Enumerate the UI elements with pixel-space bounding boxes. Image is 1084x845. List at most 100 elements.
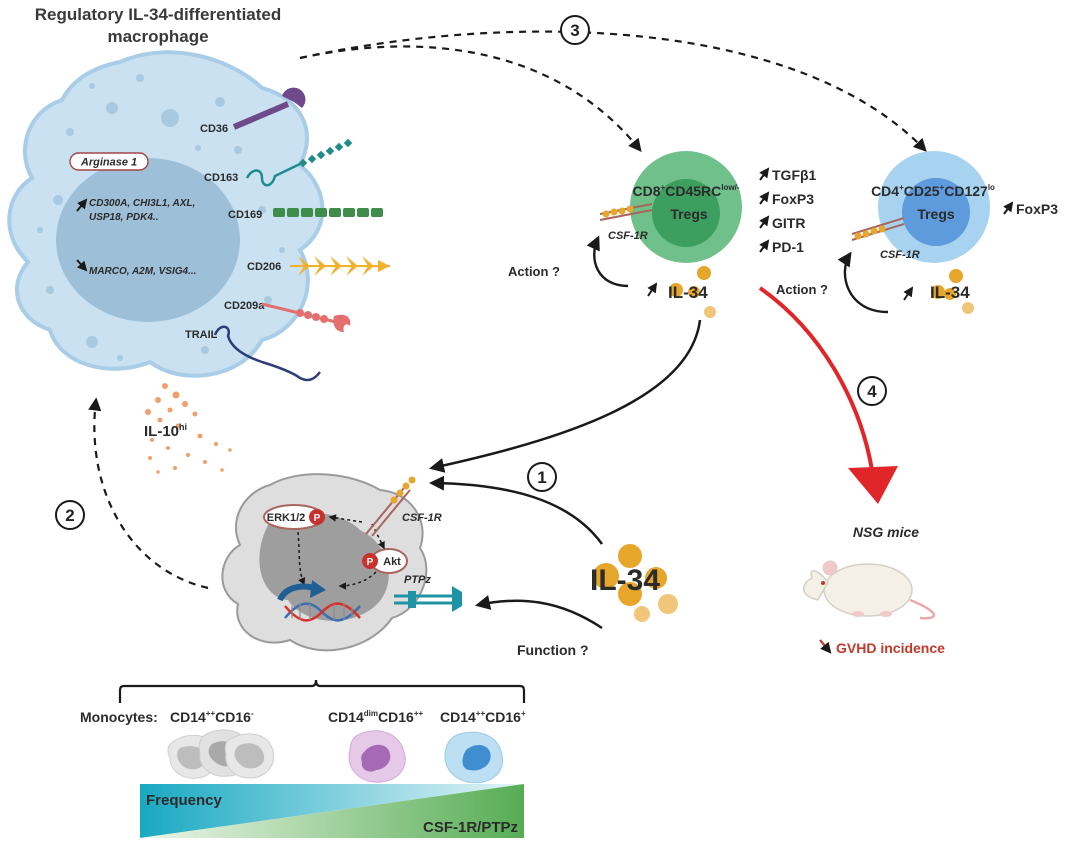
cd8-treg-label: CD8+CD45RClow/-	[633, 183, 740, 199]
cd4-text: CD4	[871, 183, 899, 199]
monocyte-nucleus	[259, 512, 389, 621]
dna-icon	[277, 580, 361, 622]
step4-badge: 4	[857, 376, 887, 406]
arginase-label: Arginase 1	[80, 157, 137, 169]
cd8-il34-ligand: IL-34	[668, 266, 716, 318]
step4-red-arrow	[758, 286, 874, 471]
marker-arrow-icon	[759, 191, 770, 205]
nonclassical-cd14: CD14	[328, 709, 364, 725]
step3-arrow-to-cd4	[299, 30, 927, 152]
intermediate-cd14: CD14	[440, 709, 476, 725]
frequency-label: Frequency	[146, 792, 223, 809]
cd4-csf1r-label: CSF-1R	[880, 249, 920, 261]
step2-arrow	[88, 397, 209, 590]
step2-badge: 2	[55, 500, 85, 530]
cd4-sup: +	[899, 183, 904, 192]
title-line-2: macrophage	[107, 27, 208, 46]
nonclassical-cd16: CD16	[378, 709, 414, 725]
ptpz-receptor	[394, 586, 462, 612]
gvhd-label: GVHD incidence	[836, 640, 945, 656]
macrophage-cell: Arginase 1 CD300A, CHI3L1, AXL, USP18, P…	[7, 50, 390, 382]
marker-gitr: GITR	[772, 215, 805, 231]
cd4-action-arrow	[837, 251, 889, 314]
step4-red-arrowhead	[848, 466, 898, 504]
cd8-sup: +	[661, 183, 666, 192]
il34-to-monocyte-arrow	[429, 319, 702, 473]
intermediate-monocyte-icon	[444, 731, 504, 784]
cd4-treg-nucleus	[902, 178, 970, 246]
genes-up-line-1: CD300A, CHI3L1, AXL,	[89, 198, 195, 209]
cd8-ligand-arrow	[647, 282, 658, 297]
classical-sup2: -	[251, 709, 254, 718]
marker-arrow-icon	[759, 215, 770, 229]
intermediate-sup2: +	[521, 709, 526, 718]
il34-to-ptpz-arrow	[475, 595, 603, 630]
up-arrow-icon	[76, 198, 88, 212]
receptor-cd209a: CD209a	[224, 300, 351, 332]
il34-to-csf1r-arrow	[429, 475, 604, 545]
cd4-csf1r-receptor	[851, 217, 905, 241]
monocyte-csf1r-receptor	[365, 476, 416, 537]
cd8-tregs-label: Tregs	[670, 206, 708, 222]
cd4-treg-cell: CD4+CD25+CD127lo Tregs CSF-1R	[851, 151, 995, 263]
erk-phospho-icon	[309, 509, 325, 525]
step4-number: 4	[867, 382, 877, 401]
mouse-icon	[803, 560, 935, 620]
akt-p-label: P	[367, 557, 374, 568]
receptor-trail-label: TRAIL	[185, 329, 218, 341]
classical-cd16: CD16	[215, 709, 251, 725]
cd8-markers: TGFβ1 FoxP3 GITR PD-1	[759, 167, 817, 255]
monocyte-csf1r-label: CSF-1R	[402, 512, 442, 524]
nonclassical-monocyte-icon	[348, 730, 406, 783]
il10-secretion-dots	[145, 383, 232, 474]
receptor-cd169: CD169	[228, 208, 383, 221]
receptor-cd36: CD36	[200, 87, 306, 135]
receptor-cd206: CD206	[247, 256, 390, 276]
csf1r-ptpz-label: CSF-1R/PTPz	[423, 819, 518, 836]
receptor-trail: TRAIL	[185, 325, 321, 382]
receptor-cd206-label: CD206	[247, 261, 281, 273]
monocyte-cell: ERK1/2 P Akt P CS	[221, 473, 462, 652]
cd8-action-arrow	[586, 235, 629, 288]
step1-number: 1	[537, 468, 546, 487]
genes-down-label: MARCO, A2M, VSIG4...	[89, 266, 196, 277]
cd45rc-sup: low/-	[721, 183, 740, 192]
akt-to-nucleus-arrow	[338, 571, 377, 590]
down-arrow-icon	[76, 259, 88, 272]
classical-sup1: ++	[206, 709, 216, 718]
ptpz-label: PTPz	[404, 574, 431, 586]
cd25-sup: +	[940, 183, 945, 192]
intermediate-sup1: ++	[476, 709, 486, 718]
monocyte-il34-label: IL-34	[590, 564, 660, 597]
erk-label: ERK1/2	[267, 512, 306, 524]
subset-nonclassical-label: CD14dimCD16++	[328, 709, 424, 725]
receptor-to-erk-arrow	[328, 514, 363, 523]
cd4-il34-ligand: IL-34	[930, 269, 974, 314]
erk-to-nucleus-arrow	[297, 531, 306, 586]
marker-arrow-icon	[759, 239, 770, 253]
monocyte-il34-ligand: IL-34	[590, 544, 678, 622]
receptor-cd163: CD163	[204, 138, 353, 187]
vesicles	[37, 74, 285, 361]
genes-up-line-2: USP18, PDK4..	[89, 212, 158, 223]
cd127-sup: lo	[988, 183, 995, 192]
cd8-csf1r-receptor	[599, 203, 653, 221]
il10-text: IL-10	[144, 423, 179, 440]
step3-arrow-to-cd8	[299, 45, 642, 153]
monocytes-prefix: Monocytes:	[80, 709, 158, 725]
cd8-treg-cell: CD8+CD45RClow/- Tregs CSF-1R	[599, 151, 742, 263]
step1-badge: 1	[527, 462, 557, 492]
gvhd-down-arrow-icon	[819, 639, 832, 654]
akt-phospho-icon	[362, 553, 378, 569]
il10-label: IL-10hi	[144, 422, 187, 440]
cd25-text: CD25	[904, 183, 940, 199]
cd45rc-text: CD45RC	[665, 183, 721, 199]
function-label: Function ?	[517, 642, 589, 658]
csf1r-gradient	[140, 784, 524, 838]
il10-superscript: hi	[179, 422, 187, 432]
title-line-1: Regulatory IL-34-differentiated	[35, 5, 282, 24]
cd127-text: CD127	[944, 183, 988, 199]
nonclassical-sup1: dim	[364, 709, 378, 718]
nsg-mice-label: NSG mice	[853, 524, 919, 540]
